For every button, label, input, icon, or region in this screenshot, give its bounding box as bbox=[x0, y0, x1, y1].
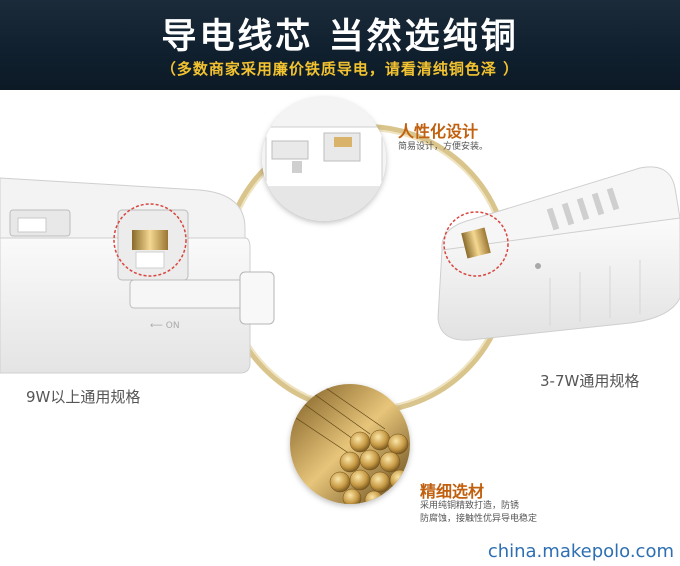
material-feature-title: 精细选材 bbox=[420, 482, 485, 501]
right-track-connector-image bbox=[437, 166, 680, 341]
svg-text:⟵ ON: ⟵ ON bbox=[150, 321, 180, 331]
header-banner: 导电线芯 当然选纯铜 （多数商家采用廉价铁质导电，请看清纯铜色泽 ） bbox=[0, 0, 680, 90]
material-feature-description-1: 采用纯铜精致打造，防锈 bbox=[420, 501, 520, 511]
site-watermark: china.makepolo.com bbox=[487, 541, 674, 562]
left-track-connector-image: ⟵ ON bbox=[0, 177, 275, 374]
copper-rods-image bbox=[290, 384, 410, 504]
design-closeup-image bbox=[262, 97, 386, 221]
right-product-label: 3-7W通用规格 bbox=[540, 372, 640, 390]
design-feature-description: 简易设计，方便安装。 bbox=[398, 142, 489, 152]
banner-title: 导电线芯 当然选纯铜 bbox=[161, 17, 519, 57]
material-feature-description-2: 防腐蚀，接触性优异导电稳定 bbox=[420, 514, 538, 524]
banner-subtitle: （多数商家采用廉价铁质导电，请看清纯铜色泽 ） bbox=[160, 60, 520, 78]
left-product-label: 9W以上通用规格 bbox=[26, 388, 141, 406]
design-feature-title: 人性化设计 bbox=[398, 122, 479, 141]
